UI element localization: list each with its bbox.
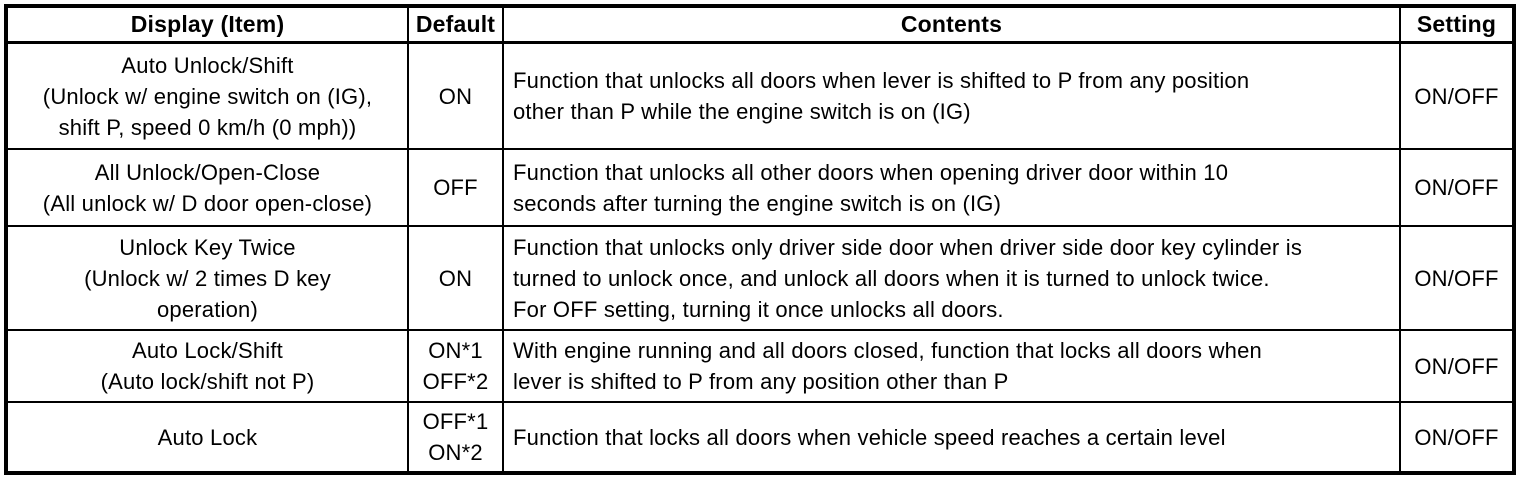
table-row: All Unlock/Open-Close (All unlock w/ D d… — [5, 148, 1515, 227]
door-lock-settings-table: Display (Item) Default Contents Setting … — [4, 4, 1516, 475]
contents-cell: Function that unlocks all other doors wh… — [502, 148, 1401, 227]
table-row: Auto Lock/Shift (Auto lock/shift not P) … — [5, 329, 1515, 403]
setting-options-cell: ON/OFF — [1399, 329, 1515, 403]
col-header-display-item: Display (Item) — [5, 5, 409, 44]
col-header-setting: Setting — [1399, 5, 1515, 44]
contents-cell: With engine running and all doors closed… — [502, 329, 1401, 403]
default-value-cell: ON*1 OFF*2 — [407, 329, 504, 403]
display-item-cell: Auto Unlock/Shift (Unlock w/ engine swit… — [5, 41, 409, 150]
contents-cell: Function that unlocks all doors when lev… — [502, 41, 1401, 150]
setting-options-cell: ON/OFF — [1399, 41, 1515, 150]
setting-options-cell: ON/OFF — [1399, 225, 1515, 331]
default-value-cell: ON — [407, 41, 504, 150]
default-value-cell: OFF*1 ON*2 — [407, 401, 504, 474]
display-item-cell: Unlock Key Twice (Unlock w/ 2 times D ke… — [5, 225, 409, 331]
table-row: Auto Lock OFF*1 ON*2 Function that locks… — [5, 401, 1515, 474]
setting-options-cell: ON/OFF — [1399, 148, 1515, 227]
col-header-contents: Contents — [502, 5, 1401, 44]
table-row: Auto Unlock/Shift (Unlock w/ engine swit… — [5, 41, 1515, 150]
display-item-cell: All Unlock/Open-Close (All unlock w/ D d… — [5, 148, 409, 227]
default-value-cell: OFF — [407, 148, 504, 227]
table-row: Unlock Key Twice (Unlock w/ 2 times D ke… — [5, 225, 1515, 331]
display-item-cell: Auto Lock/Shift (Auto lock/shift not P) — [5, 329, 409, 403]
default-value-cell: ON — [407, 225, 504, 331]
contents-cell: Function that locks all doors when vehic… — [502, 401, 1401, 474]
table-header-row: Display (Item) Default Contents Setting — [5, 5, 1515, 44]
setting-options-cell: ON/OFF — [1399, 401, 1515, 474]
col-header-default: Default — [407, 5, 504, 44]
display-item-cell: Auto Lock — [5, 401, 409, 474]
contents-cell: Function that unlocks only driver side d… — [502, 225, 1401, 331]
